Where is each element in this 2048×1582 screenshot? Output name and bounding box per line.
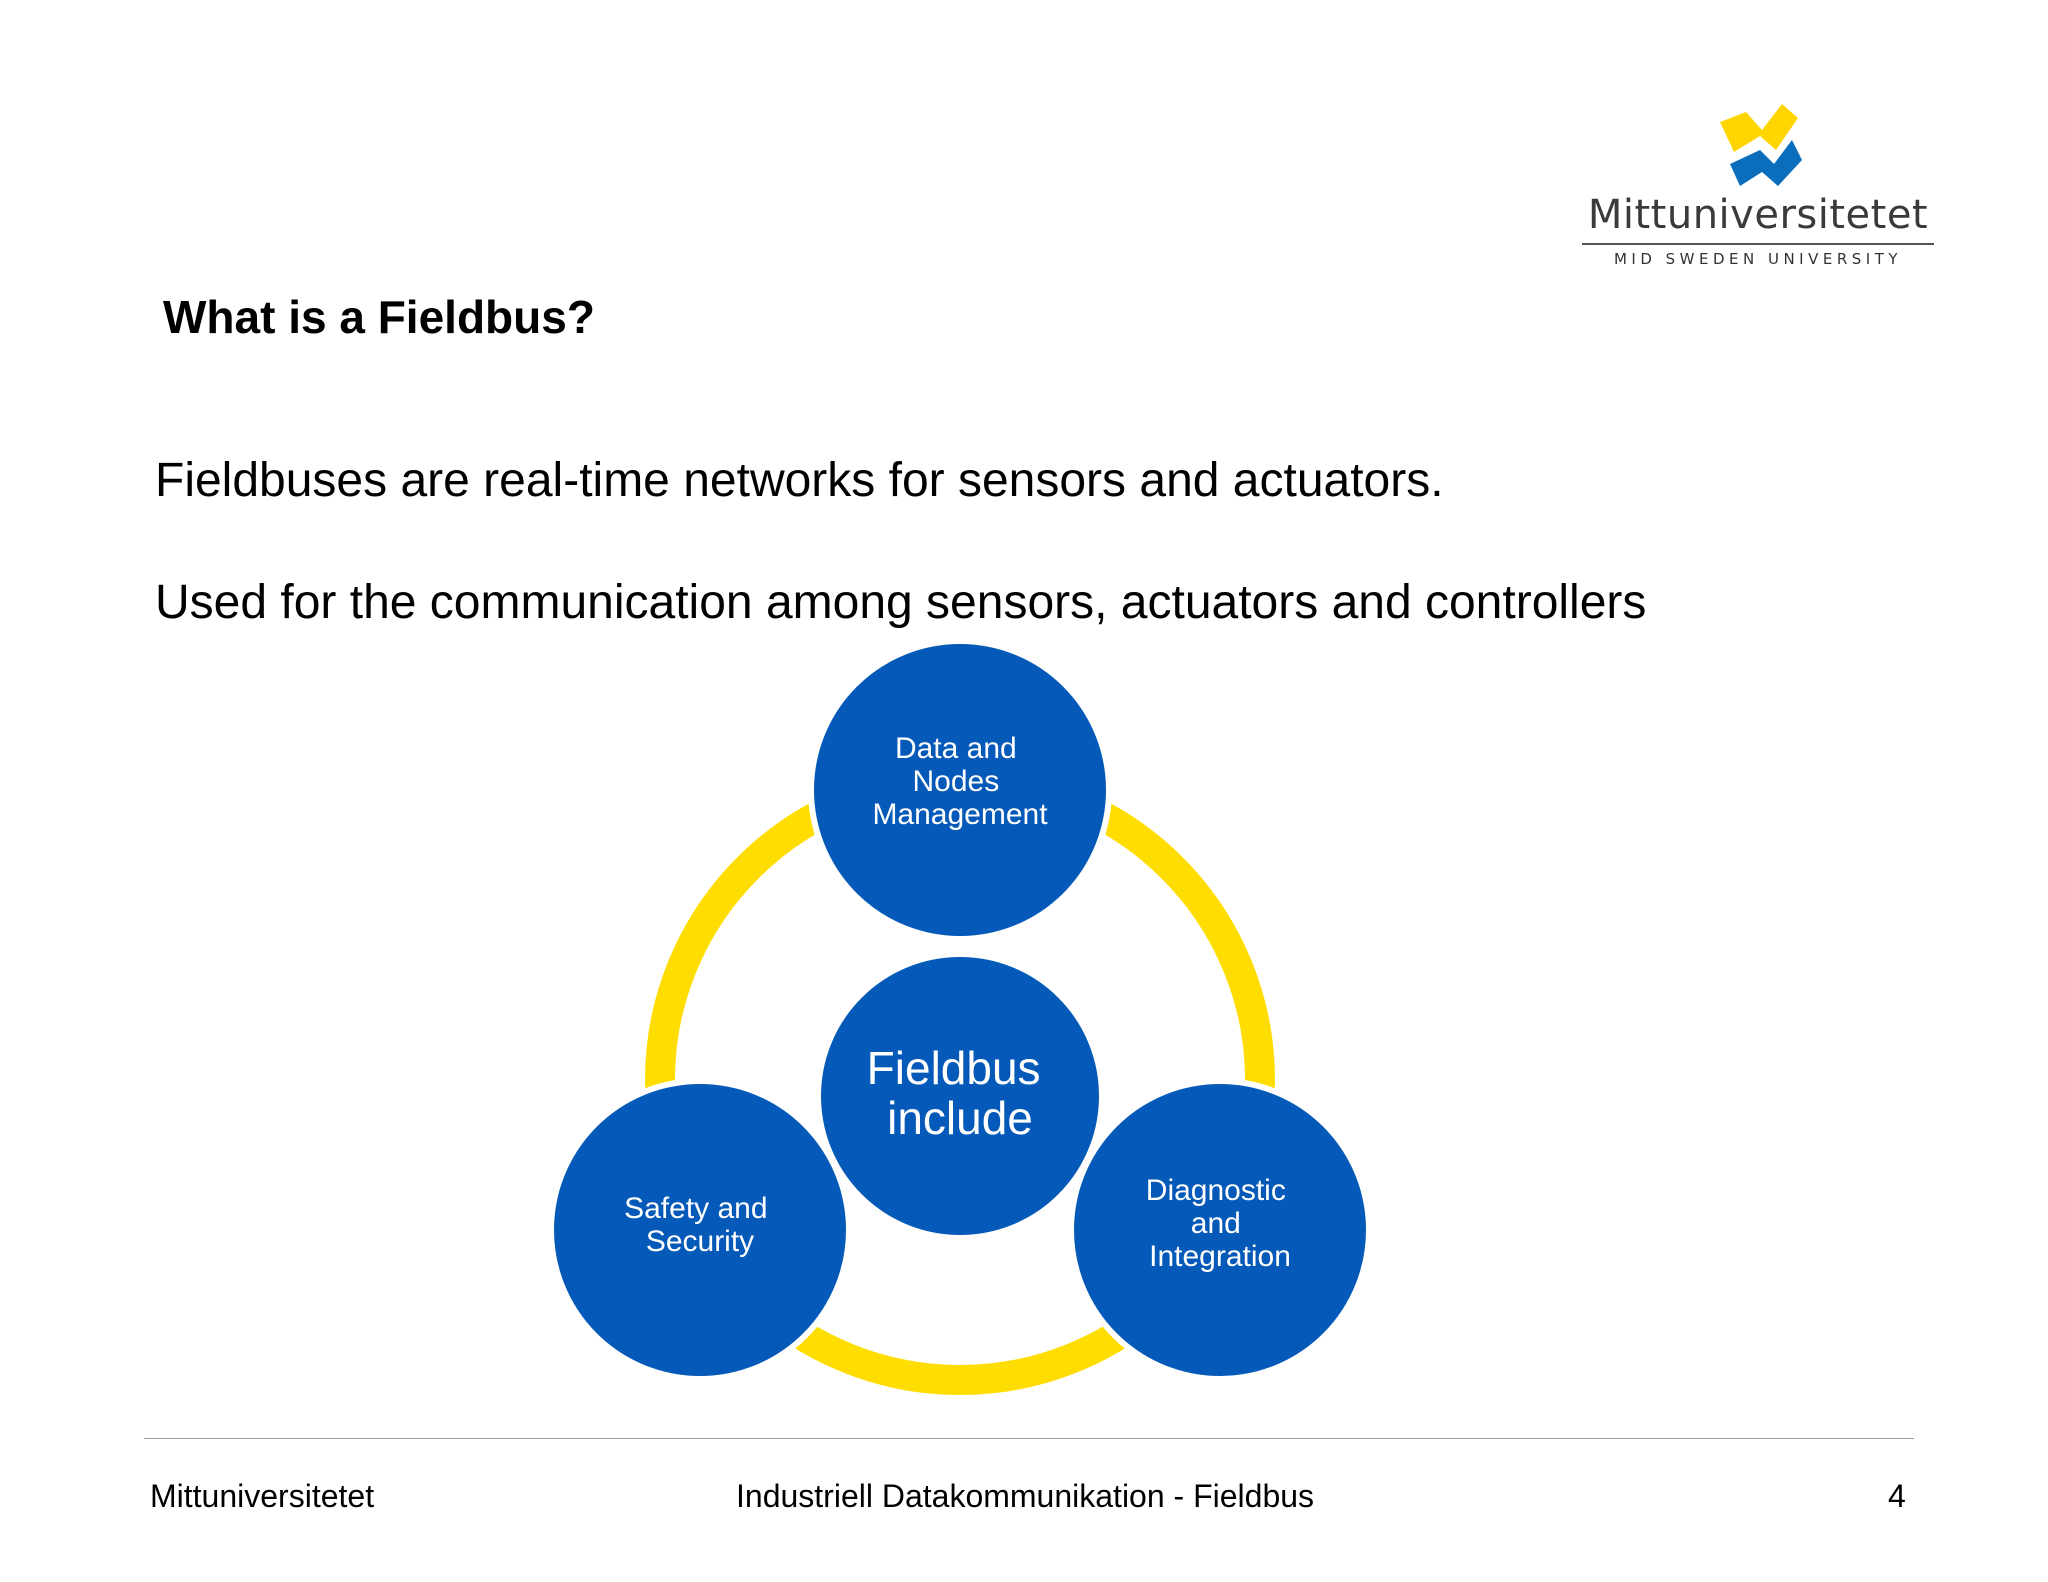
page-number: 4	[1888, 1478, 1906, 1514]
body-paragraph-1: Fieldbuses are real-time networks for se…	[155, 454, 1444, 507]
center-label: Fieldbus include	[867, 1042, 1054, 1144]
logo-divider	[1582, 243, 1934, 245]
diagram-node-top: Data and Nodes Management	[808, 640, 1112, 942]
fieldbus-cycle-diagram: Data and Nodes Management Safety and Sec…	[548, 640, 1372, 1395]
diagram-node-right: Diagnostic and Integration	[1068, 1078, 1372, 1382]
diagram-node-left: Safety and Security	[548, 1078, 852, 1382]
logo-wordmark: Mittuniversitetet	[1587, 192, 1929, 238]
footer-course-title: Industriell Datakommunikation - Fieldbus	[736, 1478, 1315, 1514]
node-label: Safety and Security	[624, 1192, 776, 1258]
university-logo: Mittuniversitetet MID SWEDEN UNIVERSITY	[1578, 100, 1938, 270]
footer-institution: Mittuniversitetet	[150, 1478, 375, 1514]
logo-subtitle: MID SWEDEN UNIVERSITY	[1613, 250, 1903, 268]
node-label: Diagnostic and Integration	[1146, 1174, 1294, 1273]
slide-title: What is a Fieldbus?	[163, 291, 595, 343]
node-circle	[548, 1078, 852, 1382]
logo-mark-icon	[1720, 104, 1802, 186]
body-paragraph-2: Used for the communication among sensors…	[155, 576, 1647, 629]
footer-divider	[144, 1438, 1914, 1439]
center-circle	[815, 951, 1105, 1241]
node-circle	[1068, 1078, 1372, 1382]
diagram-center: Fieldbus include	[815, 951, 1105, 1241]
node-label: Data and Nodes Management	[872, 732, 1048, 831]
node-circle	[808, 640, 1112, 942]
